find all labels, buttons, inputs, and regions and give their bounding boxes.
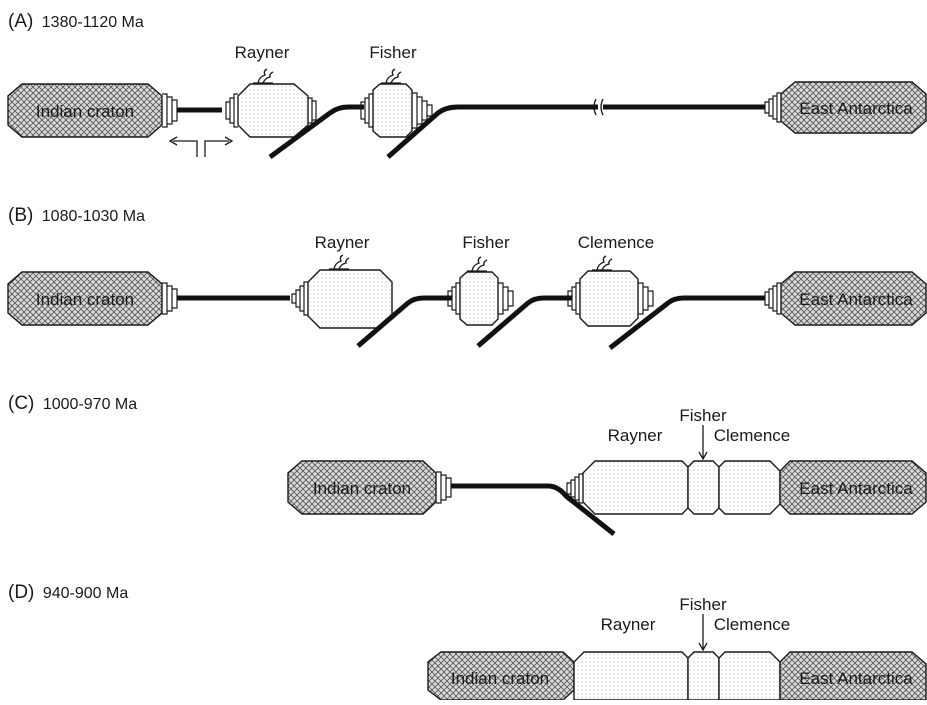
rayner-label: Rayner xyxy=(601,615,656,634)
divergence-arrows-icon xyxy=(170,137,232,157)
volcano-icon xyxy=(253,69,273,83)
indian-craton-label: Indian craton xyxy=(451,669,549,688)
east-antarctica-label: East Antarctica xyxy=(799,99,913,118)
rayner-fisher-clemence-belt-d: Rayner Fisher Clemence xyxy=(574,595,790,700)
fisher-pointer-arrow xyxy=(699,614,707,650)
clemence-label: Clemence xyxy=(714,615,791,634)
panel-a-letter: (A) xyxy=(8,11,33,32)
east-antarctica-label: East Antarctica xyxy=(799,290,913,309)
panel-a: (A) 1380-1120 Ma Indian craton Rayner xyxy=(8,11,926,157)
rayner-label: Rayner xyxy=(235,43,290,62)
east-antarctica-b: East Antarctica xyxy=(765,272,926,325)
svg-text:(C) 1000-970 Ma: (C) 1000-970 Ma xyxy=(8,393,137,414)
subducting-slab xyxy=(388,107,598,157)
clemence-label: Clemence xyxy=(714,426,791,445)
svg-text:(A) 1380-1120 Ma: (A) 1380-1120 Ma xyxy=(8,11,144,32)
clemence-terrane-b: Clemence xyxy=(568,233,654,326)
indian-craton-label: Indian craton xyxy=(36,102,134,121)
fisher-pointer-arrow xyxy=(699,425,707,459)
fisher-label: Fisher xyxy=(679,595,727,614)
panel-c-age: 1000-970 Ma xyxy=(43,396,137,413)
indian-craton-label: Indian craton xyxy=(36,290,134,309)
panel-c-letter: (C) xyxy=(8,393,34,414)
east-antarctica-d: East Antarctica xyxy=(780,652,926,700)
clemence-label: Clemence xyxy=(578,233,655,252)
panel-c: (C) 1000-970 Ma Indian craton Rayner Fis… xyxy=(8,393,926,534)
fisher-label: Fisher xyxy=(679,406,727,425)
panel-d-age: 940-900 Ma xyxy=(43,585,128,602)
indian-craton-a: Indian craton xyxy=(8,84,177,137)
rayner-terrane-b: Rayner xyxy=(292,233,392,328)
fisher-label: Fisher xyxy=(369,43,417,62)
volcano-icon xyxy=(381,69,401,83)
volcano-icon xyxy=(467,257,487,271)
east-antarctica-a: East Antarctica xyxy=(765,82,926,133)
indian-craton-b: Indian craton xyxy=(8,272,177,325)
rayner-label: Rayner xyxy=(315,233,370,252)
fisher-terrane-b: Fisher xyxy=(448,233,513,325)
east-antarctica-c: East Antarctica xyxy=(780,461,926,514)
panel-b-letter: (B) xyxy=(8,205,33,226)
indian-craton-label: Indian craton xyxy=(313,479,411,498)
svg-text:(B) 1080-1030 Ma: (B) 1080-1030 Ma xyxy=(8,205,145,226)
east-antarctica-label: East Antarctica xyxy=(799,669,913,688)
rayner-fisher-clemence-belt-c: Rayner Fisher Clemence xyxy=(567,406,790,514)
panel-d: (D) 940-900 Ma Indian craton Rayner Fish… xyxy=(8,582,926,700)
east-antarctica-label: East Antarctica xyxy=(799,479,913,498)
volcano-icon xyxy=(329,255,349,269)
fisher-terrane-a: Fisher xyxy=(361,43,432,137)
indian-craton-d: Indian craton xyxy=(428,652,574,700)
svg-text:(D) 940-900 Ma: (D) 940-900 Ma xyxy=(8,582,128,603)
panel-b-age: 1080-1030 Ma xyxy=(42,208,145,225)
panel-d-letter: (D) xyxy=(8,582,34,603)
indian-craton-c: Indian craton xyxy=(288,461,451,514)
rayner-label: Rayner xyxy=(608,426,663,445)
rayner-terrane-a: Rayner xyxy=(226,43,316,137)
panel-b: (B) 1080-1030 Ma Indian craton Rayner xyxy=(8,205,926,348)
fisher-label: Fisher xyxy=(462,233,510,252)
volcano-icon xyxy=(592,256,612,270)
panel-a-age: 1380-1120 Ma xyxy=(42,14,144,31)
